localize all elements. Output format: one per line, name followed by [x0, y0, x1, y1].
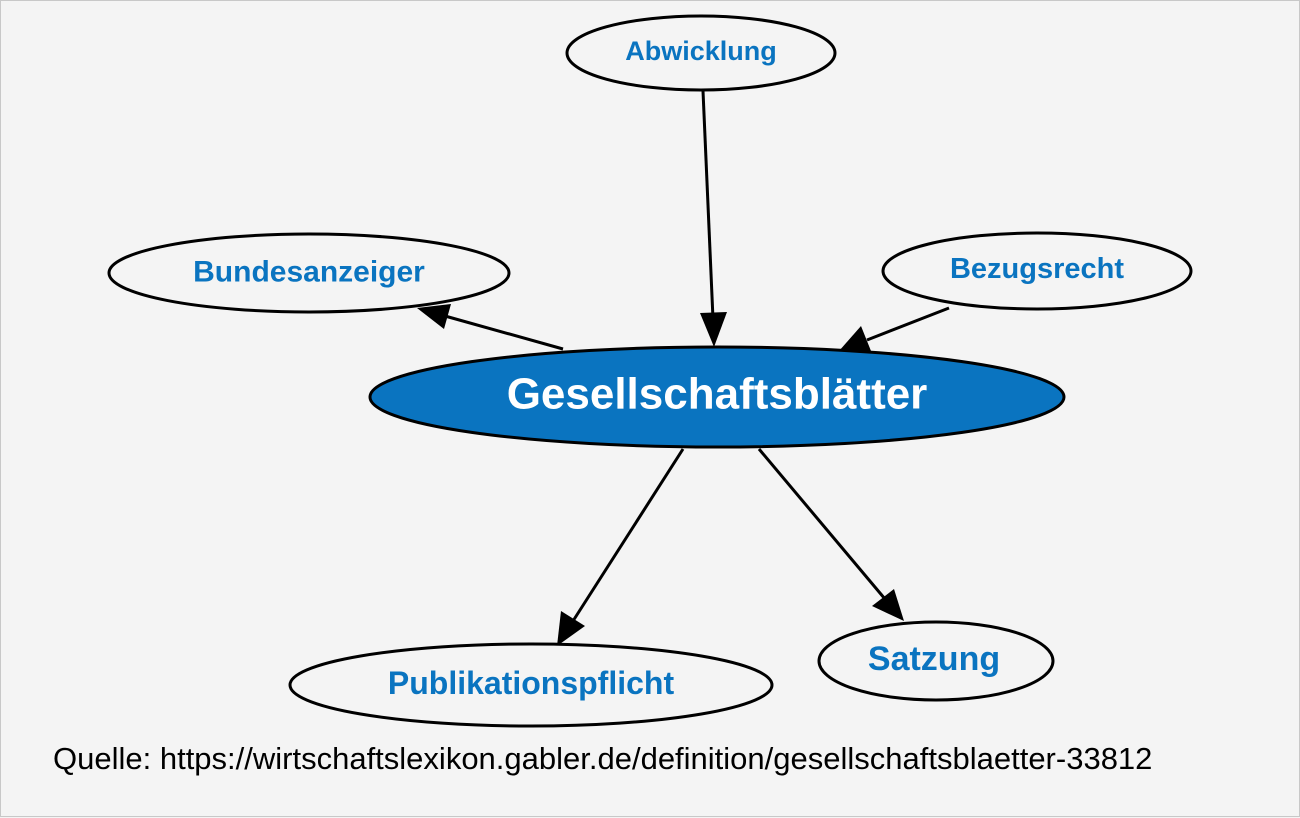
- node-label: Publikationspflicht: [388, 665, 675, 701]
- edge-center-to-satzung: [757, 448, 904, 621]
- node-label: Bezugsrecht: [950, 253, 1124, 285]
- node-label: Abwicklung: [625, 36, 777, 66]
- node-label: Gesellschaftsblätter: [507, 370, 928, 419]
- edge-abwicklung-to-center: [700, 90, 727, 347]
- edge-bezugsrecht-to-center: [839, 306, 950, 351]
- node-ellipse: [107, 232, 511, 314]
- node-ellipse: [288, 642, 774, 728]
- node-label: Bundesanzeiger: [193, 256, 425, 289]
- node-publikationspflicht[interactable]: Publikationspflicht: [288, 642, 774, 728]
- node-label: Satzung: [868, 640, 1000, 678]
- node-bundesanzeiger[interactable]: Bundesanzeiger: [107, 232, 511, 314]
- node-ellipse: [881, 231, 1193, 311]
- source-caption: Quelle: https://wirtschaftslexikon.gable…: [53, 741, 1153, 776]
- edge-center-to-bundesanzeiger: [417, 304, 564, 351]
- node-ellipse: [565, 14, 837, 92]
- edge-center-to-publikationspflicht: [557, 448, 685, 646]
- node-satzung[interactable]: Satzung: [817, 620, 1055, 702]
- node-abwicklung[interactable]: Abwicklung: [565, 14, 837, 92]
- edges: [417, 90, 950, 646]
- node-center[interactable]: Gesellschaftsblätter: [368, 345, 1066, 449]
- node-bezugsrecht[interactable]: Bezugsrecht: [881, 231, 1193, 311]
- node-ellipse: [817, 620, 1055, 702]
- node-ellipse: [368, 345, 1066, 449]
